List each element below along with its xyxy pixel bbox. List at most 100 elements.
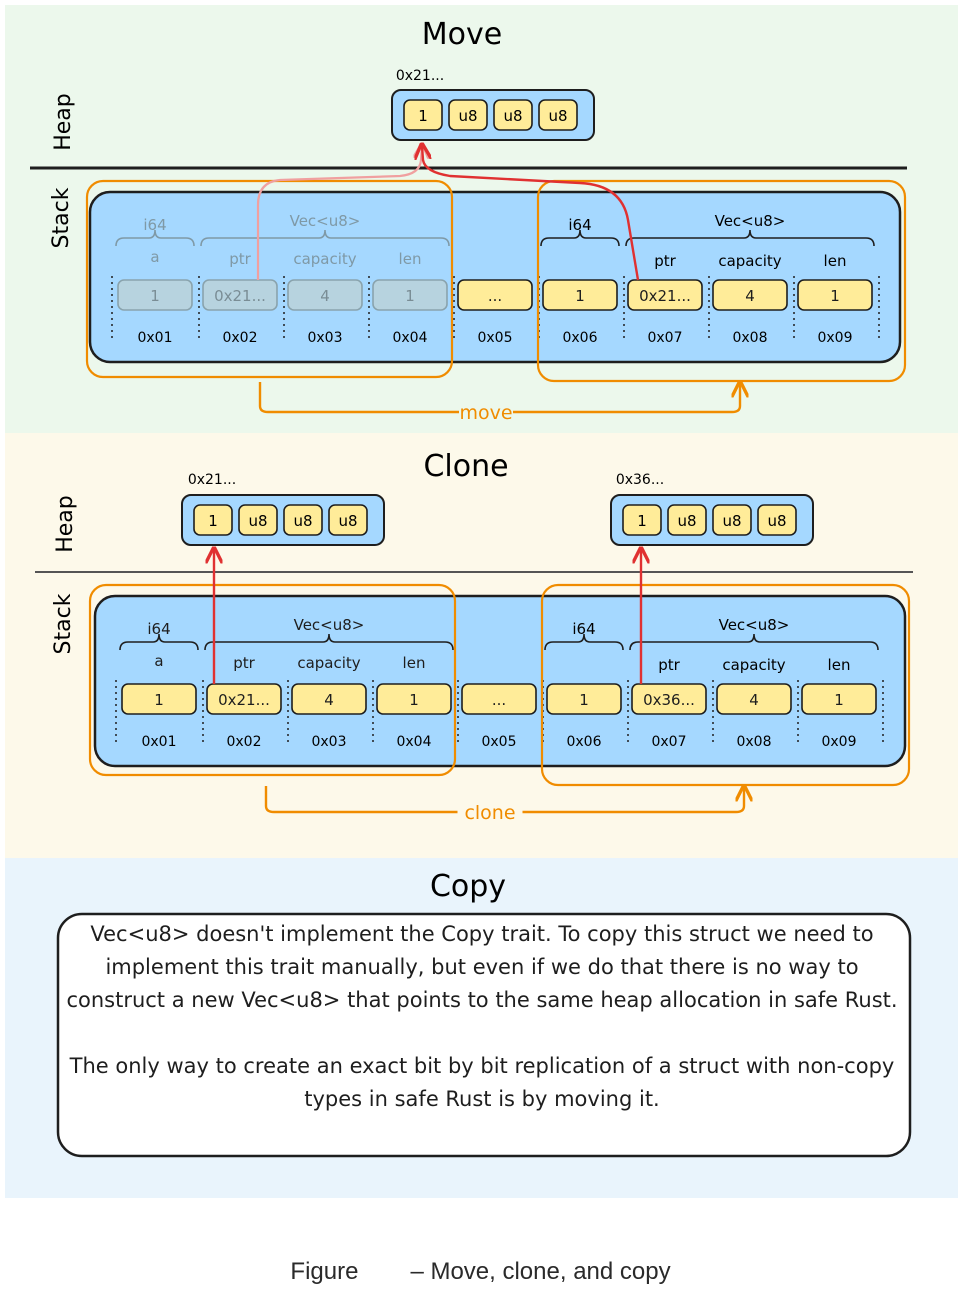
copy-paragraph-1: Vec<u8> doesn't implement the Copy trait… [66,922,898,1012]
clone-stack-cell-value: 1 [834,691,844,709]
clone-title: Clone [423,449,508,484]
clone-heap-address-left: 0x21... [188,472,236,488]
clone-stack-cell [376,683,452,715]
move-right-i64-label: i64 [568,216,591,234]
clone-right-heap-cell [667,504,707,536]
clone-right-heap-cell-value: u8 [767,512,786,530]
clone-right-heap-cell-value: u8 [722,512,741,530]
move-stack-cell [117,279,193,311]
move-stack-cell [457,279,533,311]
move-left-vec-brace [200,229,450,247]
clone-right-field: capacity [722,656,785,674]
clone-stack-address: 0x06 [566,734,601,750]
move-stack-address: 0x03 [307,330,342,346]
move-stack-cell-value: 4 [745,287,755,305]
clone-stack-cell [291,683,367,715]
move-heap-cell-value: 1 [418,107,428,125]
clone-right-field: ptr [658,656,680,674]
move-stack-address: 0x02 [222,330,257,346]
move-right-vec-label: Vec<u8> [715,212,786,230]
move-left-i64-label: i64 [143,216,166,234]
clone-left-heap-cell-value: u8 [248,512,267,530]
clone-left-heap-cell [193,504,233,536]
copy-paragraph-2: The only way to create an exact bit by b… [69,1054,895,1111]
clone-right-vec-brace [629,633,879,651]
clone-left-field: len [403,654,426,672]
clone-left-field: ptr [233,654,255,672]
move-left-struct-outline [85,179,454,379]
clone-stack-address: 0x03 [311,734,346,750]
move-left-vec-label: Vec<u8> [290,212,361,230]
clone-left-field: capacity [297,654,360,672]
move-stack-cell-value: 1 [150,287,160,305]
clone-left-heap-cell [238,504,278,536]
clone-right-struct-outline [540,583,911,787]
move-stack-cell [627,279,703,311]
move-heap-label: Heap [51,93,76,151]
caption-prefix: Figure [290,1258,359,1285]
move-stack-cell-value: 1 [405,287,415,305]
move-transfer-label: move [459,402,512,424]
clone-right-heap-cell [712,504,752,536]
clone-stack-cell [546,683,622,715]
move-stack-address: 0x08 [732,330,767,346]
clone-stack-cell [801,683,877,715]
move-heap-address: 0x21... [396,68,444,84]
clone-stack-cell [631,683,707,715]
move-heap-cell-value: u8 [458,107,477,125]
clone-stack-address: 0x09 [821,734,856,750]
clone-right-field: len [828,656,851,674]
clone-left-field-a: a [154,652,163,670]
move-stack-address: 0x05 [477,330,512,346]
move-stack-cell-value: 0x21... [639,287,691,305]
move-right-field: ptr [654,252,676,270]
clone-stack-cell [206,683,282,715]
clone-heap-label: Heap [53,495,78,553]
clone-stack-address: 0x05 [481,734,516,750]
move-stack-cell-value: 4 [320,287,330,305]
clone-right-vec-label: Vec<u8> [719,616,790,634]
move-left-field: len [399,250,422,268]
move-stack-address: 0x04 [392,330,427,346]
clone-right-i64-brace [544,633,624,651]
move-transfer-label-bg [459,401,513,423]
move-heap-cell [493,99,533,131]
move-right-field: len [824,252,847,270]
clone-stack-address: 0x04 [396,734,431,750]
copy-note-box [56,912,912,1158]
caption-text: – Move, clone, and copy [410,1258,671,1285]
move-left-field: ptr [229,250,251,268]
clone-left-i64-brace [119,633,199,651]
clone-right-i64-label: i64 [572,620,595,638]
clone-right-heap-cell-value: u8 [677,512,696,530]
clone-stack-address: 0x07 [651,734,686,750]
move-stack-cell-value: ... [488,287,502,305]
move-stack-cell [712,279,788,311]
clone-left-heap-cell-value: u8 [293,512,312,530]
clone-left-i64-label: i64 [147,620,170,638]
move-stack-address: 0x07 [647,330,682,346]
move-pointer-arrow [422,146,640,281]
move-heap-cell [403,99,443,131]
move-left-i64-brace [115,229,195,247]
move-right-field: capacity [718,252,781,270]
move-stack-address: 0x06 [562,330,597,346]
move-title: Move [422,17,502,52]
clone-left-heap-cell-value: 1 [208,512,218,530]
clone-stack-cell-value: 0x36... [643,691,695,709]
move-stack-cell-value: 1 [575,287,585,305]
clone-stack-cell [461,683,537,715]
clone-stack-address: 0x08 [736,734,771,750]
clone-stack-cell-value: 1 [409,691,419,709]
clone-stack-cell-value: 4 [324,691,334,709]
move-heap-cell [538,99,578,131]
move-left-field: capacity [293,250,356,268]
move-stack-frame [88,190,902,364]
move-stack-cell-value: 0x21... [214,287,266,305]
clone-transfer-label-bg [457,801,523,823]
clone-stack-cell-value: 1 [154,691,164,709]
move-stack-label: Stack [49,187,74,248]
clone-stack-cell-value: 1 [579,691,589,709]
